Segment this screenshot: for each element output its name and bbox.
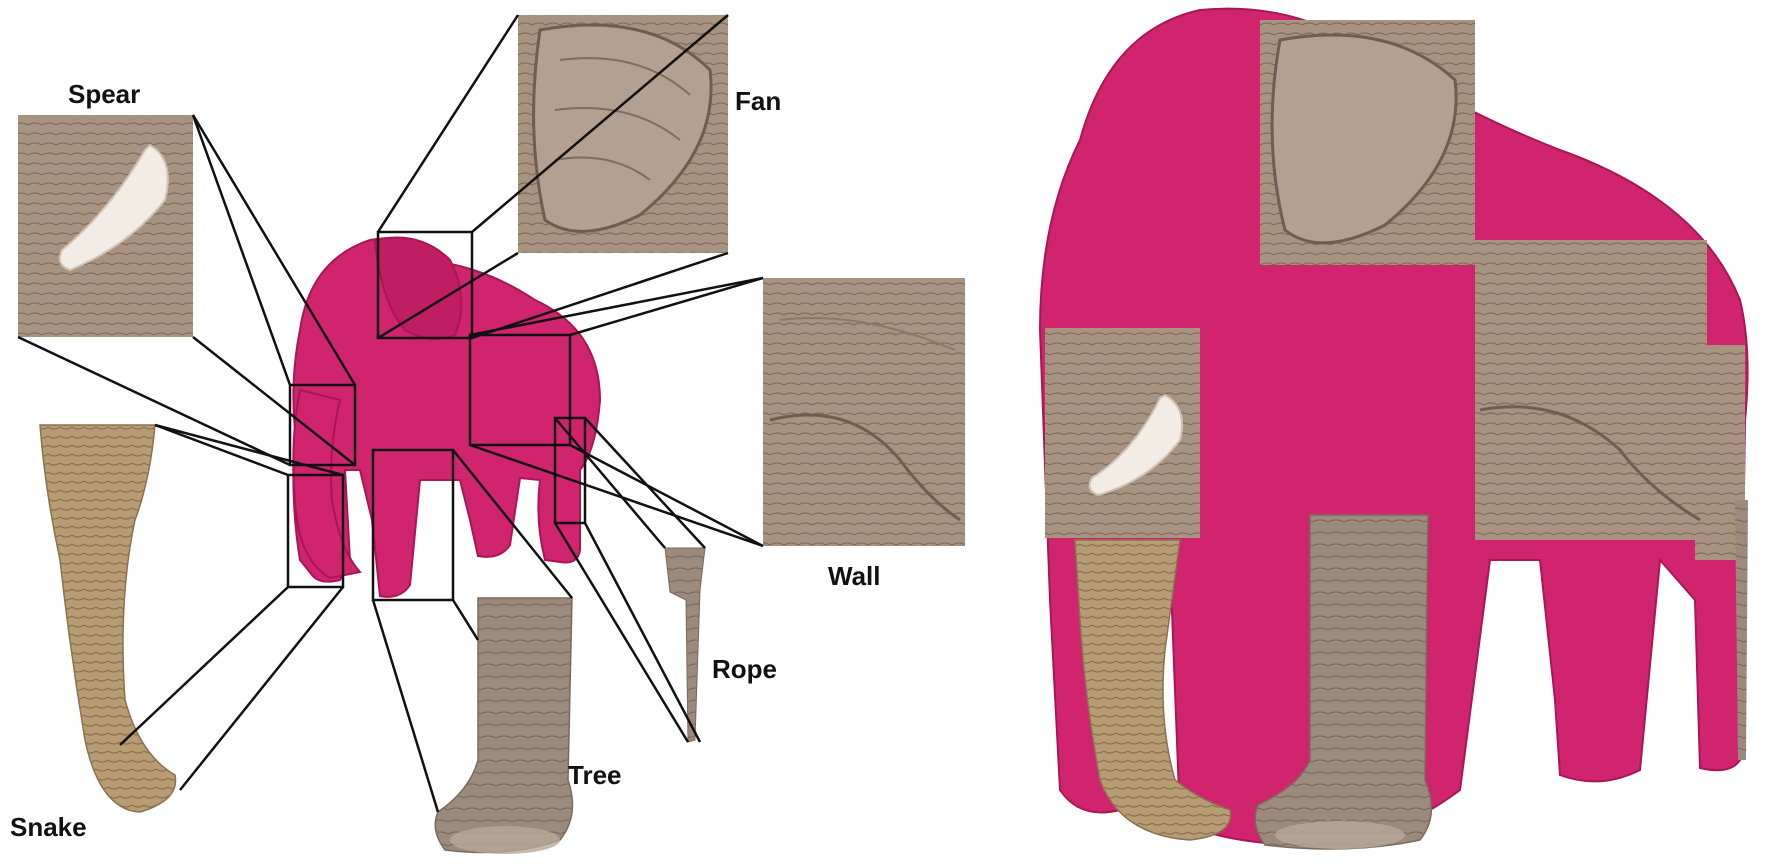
label-snake: Snake bbox=[10, 812, 87, 842]
panel-side bbox=[763, 278, 965, 546]
label-tree: Tree bbox=[568, 760, 622, 790]
label-wall: Wall bbox=[828, 561, 880, 591]
panel-leg bbox=[435, 598, 572, 854]
panel-ear bbox=[518, 15, 728, 253]
label-spear: Spear bbox=[68, 79, 140, 109]
composite-elephant bbox=[1040, 9, 1748, 849]
label-fan: Fan bbox=[735, 86, 781, 116]
composite-side-panel bbox=[1475, 240, 1707, 540]
label-rope: Rope bbox=[712, 654, 777, 684]
panel-trunk bbox=[40, 425, 176, 812]
panel-tusk bbox=[18, 115, 193, 337]
